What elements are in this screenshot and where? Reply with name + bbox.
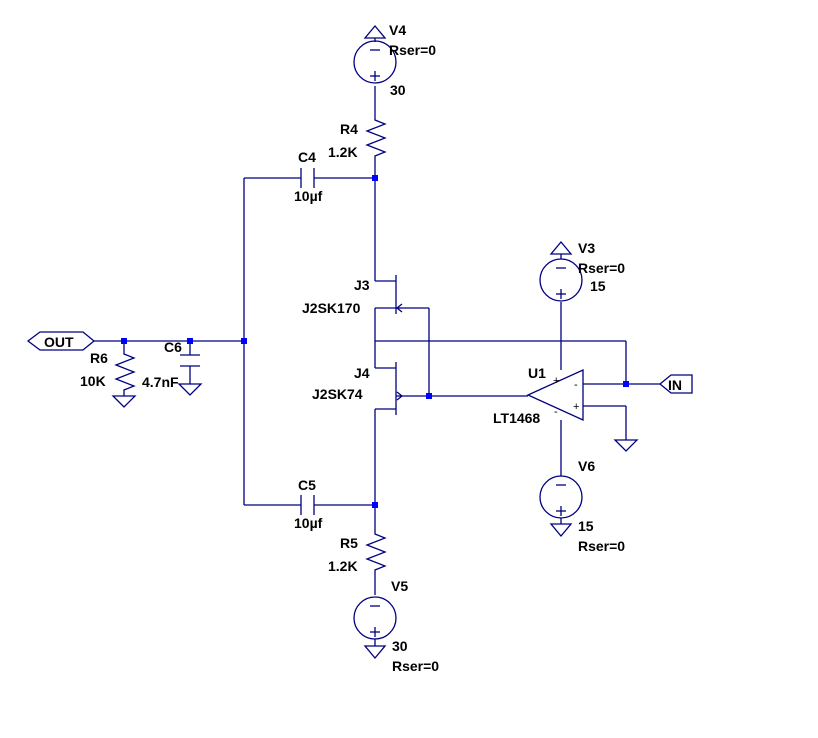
v5-rser: Rser=0 [392, 658, 439, 674]
j3-name: J3 [354, 277, 370, 293]
capacitor-c6: C6 4.7nF [142, 339, 203, 396]
v6-rser: Rser=0 [578, 538, 625, 554]
v6-value: 15 [578, 518, 594, 534]
v6-name: V6 [578, 458, 595, 474]
r5-name: R5 [340, 535, 358, 551]
v3-name: V3 [578, 240, 595, 256]
opamp-supply-plus: + [553, 375, 559, 387]
voltage-source-v4: V4 Rser=0 30 [353, 22, 436, 98]
c5-value: 10µf [294, 515, 323, 531]
c4-value: 10µf [294, 188, 323, 204]
r6-value: 10K [80, 373, 106, 389]
jfet-j4: J4 J2SK74 [312, 362, 404, 415]
v5-value: 30 [392, 638, 408, 654]
wires [94, 86, 660, 595]
v3-rser: Rser=0 [578, 260, 625, 276]
opamp-supply-minus: - [554, 406, 558, 418]
v4-name: V4 [389, 22, 406, 38]
r5-value: 1.2K [328, 558, 358, 574]
j3-model: J2SK170 [302, 300, 361, 316]
resistor-r6: R6 10K [80, 350, 137, 408]
u1-model: LT1468 [493, 410, 540, 426]
r4-value: 1.2K [328, 144, 358, 160]
jfet-j3: J3 J2SK170 [302, 275, 403, 316]
opamp-noninverting-pin: + [573, 401, 579, 413]
r6-name: R6 [90, 350, 108, 366]
v4-rser: Rser=0 [389, 42, 436, 58]
port-in: IN [658, 374, 693, 394]
j4-name: J4 [354, 365, 370, 381]
opamp-u1: + - - + U1 LT1468 [493, 365, 584, 426]
v5-name: V5 [391, 578, 408, 594]
u1-name: U1 [528, 365, 546, 381]
j4-model: J2SK74 [312, 386, 363, 402]
port-in-label: IN [668, 377, 682, 393]
junctions [121, 175, 629, 508]
r4-name: R4 [340, 121, 358, 137]
v3-value: 15 [590, 278, 606, 294]
opamp-inverting-pin: - [574, 379, 578, 391]
c5-name: C5 [298, 477, 316, 493]
voltage-source-v5: V5 30 Rser=0 [353, 578, 439, 674]
v4-value: 30 [390, 82, 406, 98]
voltage-source-v3: V3 Rser=0 15 [539, 240, 625, 302]
c4-name: C4 [298, 149, 316, 165]
port-out-label: OUT [44, 334, 74, 350]
capacitor-c5: C5 10µf [294, 477, 323, 531]
capacitor-c4: C4 10µf [294, 149, 323, 204]
c6-name: C6 [164, 339, 182, 355]
voltage-source-v6: V6 15 Rser=0 [539, 458, 625, 554]
resistor-r4: R4 1.2K [328, 116, 387, 160]
c6-value: 4.7nF [142, 374, 179, 390]
ground-symbol [613, 439, 639, 452]
port-out: OUT [26, 331, 96, 351]
resistor-r5: R5 1.2K [328, 530, 387, 574]
